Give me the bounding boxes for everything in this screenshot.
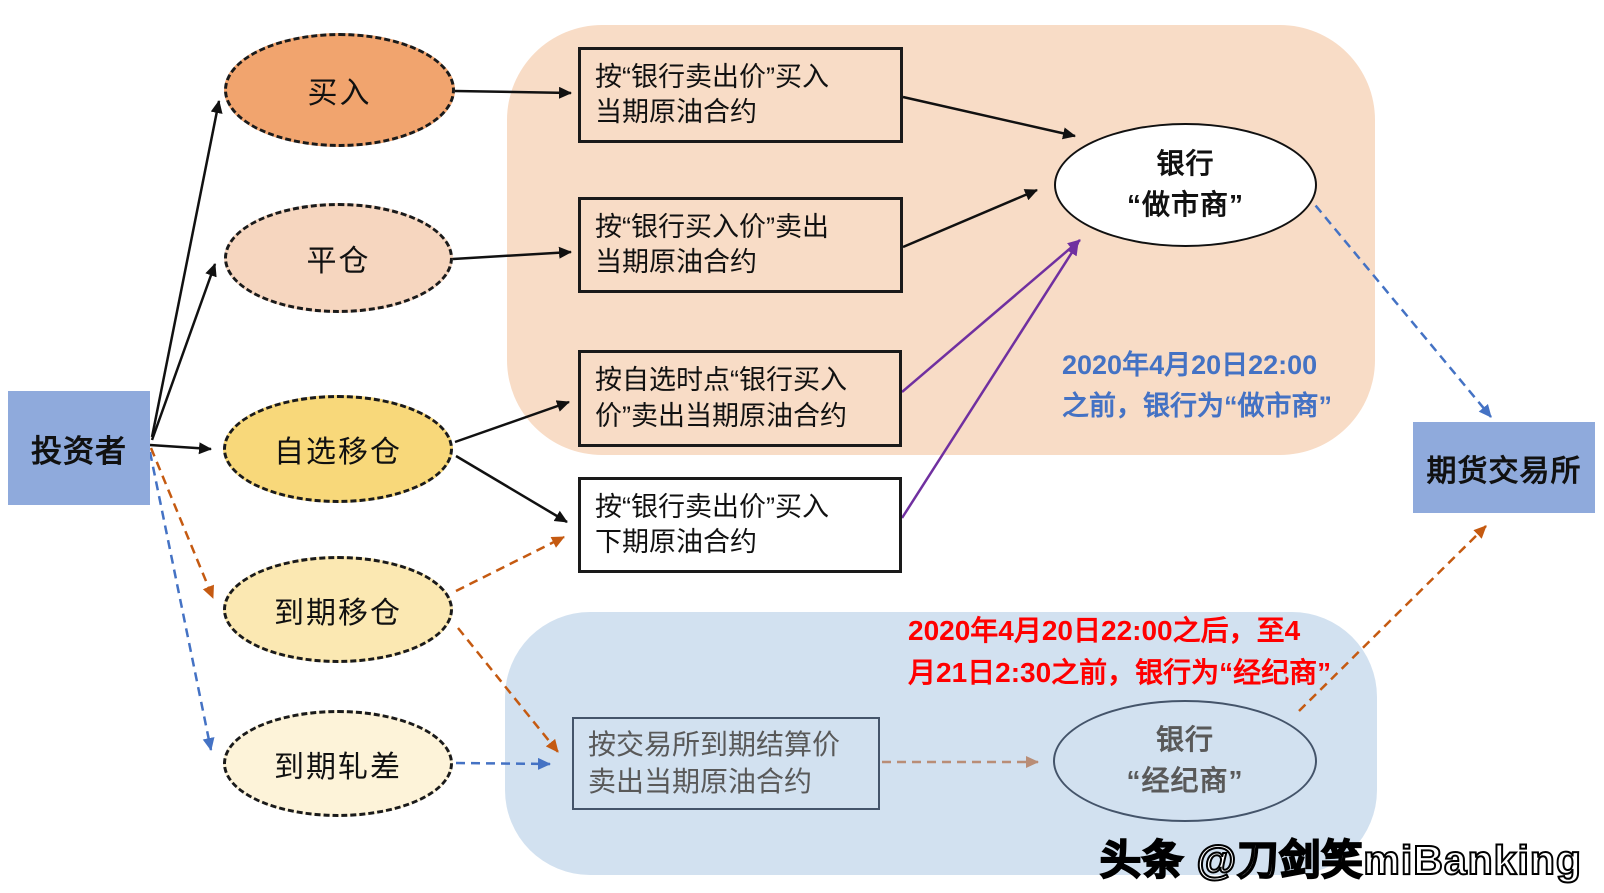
arrow-investor-to-buy <box>150 100 223 438</box>
action-node-self-rollover: 自选移仓 <box>223 395 453 503</box>
arrow-expiry-rollover-to-buy-next-box <box>455 535 565 593</box>
bank-broker-node: 银行 “经纪商” <box>1053 700 1317 822</box>
arrow-expiry-netting-to-settle-box <box>455 757 551 770</box>
arrow-investor-to-expiry-netting <box>148 451 215 751</box>
arrow-self-rollover-to-self-sell-box <box>454 400 570 444</box>
arrow-buy-to-buy-current-box <box>454 86 572 99</box>
arrow-sell-current-to-market-maker <box>902 188 1038 249</box>
arrow-self-sell-to-market-maker <box>901 239 1081 393</box>
arrow-buy-current-to-market-maker <box>902 95 1076 140</box>
process-box-self-sell-current: 按自选时点“银行买入 价”卖出当期原油合约 <box>578 350 902 447</box>
arrow-close-to-sell-current-box <box>452 246 572 261</box>
process-box-settle-sell-current: 按交易所到期结算价 卖出当期原油合约 <box>572 717 880 810</box>
arrow-expiry-rollover-to-settle-box <box>457 627 559 753</box>
investor-node: 投资者 <box>8 391 150 505</box>
watermark-text: 头条 @刀剑笑miBanking <box>1099 836 1582 884</box>
arrow-self-rollover-to-buy-next-box <box>455 454 568 524</box>
action-node-expiry-netting: 到期轧差 <box>223 710 453 817</box>
action-node-buy: 买入 <box>224 33 455 147</box>
arrow-investor-to-expiry-rollover <box>149 447 215 599</box>
process-box-sell-current: 按“银行买入价”卖出 当期原油合约 <box>578 197 903 293</box>
process-box-buy-current: 按“银行卖出价”买入 当期原油合约 <box>578 47 903 143</box>
arrow-investor-to-self-rollover <box>149 442 212 455</box>
arrow-investor-to-close <box>150 263 217 441</box>
arrow-market-maker-to-exchange <box>1305 193 1492 418</box>
bank-market-maker-node: 银行 “做市商” <box>1054 123 1317 247</box>
broker-period-note: 2020年4月20日22:00之后，至4 月21日2:30之前，银行为“经纪商” <box>908 615 1332 688</box>
process-box-buy-next: 按“银行卖出价”买入 下期原油合约 <box>578 477 902 573</box>
action-node-expiry-rollover: 到期移仓 <box>223 556 453 663</box>
arrow-buy-next-to-market-maker <box>900 242 1080 519</box>
futures-exchange-node: 期货交易所 <box>1413 422 1595 513</box>
action-node-close-position: 平仓 <box>224 203 453 313</box>
market-maker-period-note: 2020年4月20日22:00 之前，银行为“做市商” <box>1062 350 1332 421</box>
